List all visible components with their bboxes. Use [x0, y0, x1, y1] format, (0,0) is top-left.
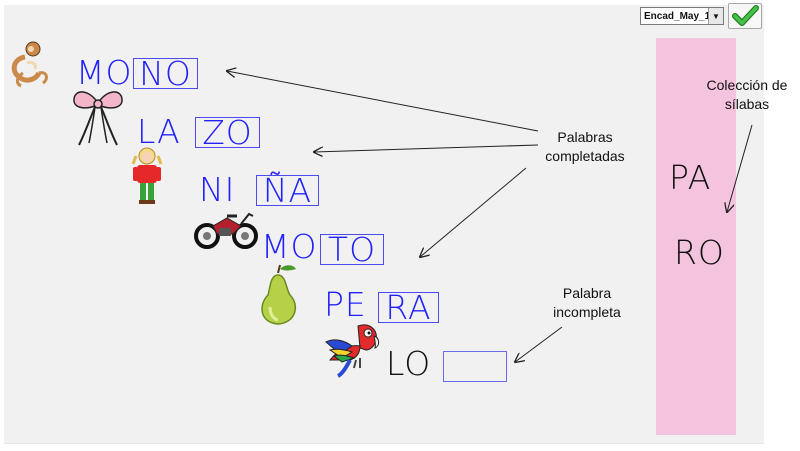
green-checkmark-icon — [732, 5, 759, 26]
monkey-icon — [11, 41, 48, 88]
word-2-syllable: LA — [137, 112, 181, 151]
arrow-collection — [727, 124, 753, 212]
activity-selector-value: Encad_May_1 — [644, 10, 708, 22]
check-button[interactable] — [728, 3, 762, 29]
word-1-syllable: MO — [76, 53, 133, 92]
activity-selector[interactable]: Encad_May_1 ▼ — [640, 7, 724, 25]
bank-syllable-pa[interactable]: PA — [669, 158, 712, 197]
word-5-answer-slot[interactable]: RA — [378, 291, 439, 324]
word-6-answer-slot[interactable] — [443, 351, 507, 382]
syllable-bank — [656, 38, 736, 435]
bow-icon — [73, 91, 123, 146]
word-3-syllable: NI — [199, 170, 236, 209]
arrow-completed-2 — [314, 144, 539, 152]
word-5-syllable: PE — [324, 285, 367, 324]
label-incomplete-word: Palabra incompleta — [553, 285, 621, 320]
bank-syllable-ro[interactable]: RO — [674, 233, 725, 272]
word-4-answer-slot[interactable]: TO — [320, 233, 384, 266]
arrow-completed-1 — [227, 71, 539, 132]
girl-icon — [131, 147, 163, 204]
chevron-down-icon[interactable]: ▼ — [708, 8, 723, 24]
word-2-answer-slot[interactable]: ZO — [195, 116, 260, 149]
parrot-icon — [325, 324, 380, 378]
arrow-completed-3 — [420, 167, 527, 257]
label-syllable-collection: Colección de sílabas — [706, 77, 788, 112]
arrow-incomplete — [515, 326, 563, 362]
word-1-answer-slot[interactable]: NO — [133, 57, 198, 90]
word-6-syllable: LO — [386, 344, 432, 383]
word-4-syllable: MO — [261, 227, 318, 266]
word-3-answer-slot[interactable]: ÑA — [256, 174, 319, 207]
pear-icon — [261, 264, 297, 325]
label-completed-words: Palabras completadas — [545, 129, 625, 164]
activity-canvas — [4, 5, 764, 444]
motorcycle-icon — [194, 212, 258, 249]
